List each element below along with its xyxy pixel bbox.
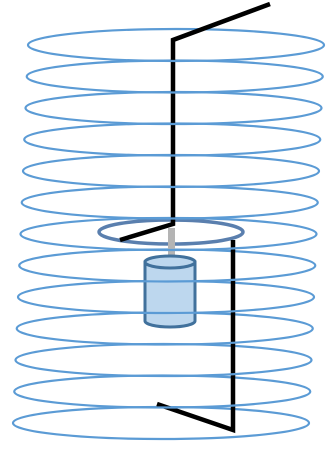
coil-front-arcs xyxy=(11,44,326,441)
coil-loop-front-5 xyxy=(21,170,321,189)
coil-loop-front-10 xyxy=(15,328,314,346)
cylinder xyxy=(143,254,197,329)
support-rod xyxy=(168,228,175,258)
coil-loop-front-3 xyxy=(24,107,323,126)
coil-loop-front-7 xyxy=(19,233,318,252)
coil-loop-front-8 xyxy=(18,265,317,283)
right-wire xyxy=(156,240,236,434)
coil-loop-back-11 xyxy=(14,342,313,361)
coil-loop-front-9 xyxy=(16,296,316,315)
coil-loop-back-13 xyxy=(11,405,311,424)
cylinder-top xyxy=(143,254,197,270)
coil-loop-front-1 xyxy=(26,44,326,63)
cylinder-body xyxy=(143,260,197,329)
coil-loop-front-4 xyxy=(23,139,322,157)
coil-loop-back-6 xyxy=(20,185,319,203)
coil-loop-front-11 xyxy=(14,359,313,378)
coil-loop-back-1 xyxy=(26,27,326,46)
coil-loop-front-6 xyxy=(20,202,319,220)
top-wire xyxy=(119,1,271,243)
coil-loop-back-12 xyxy=(13,374,312,392)
coil-loop-front-2 xyxy=(25,76,324,94)
wire-frame xyxy=(119,1,271,434)
coil-loop-front-12 xyxy=(13,391,312,409)
coil-loop-front-13 xyxy=(11,422,311,441)
